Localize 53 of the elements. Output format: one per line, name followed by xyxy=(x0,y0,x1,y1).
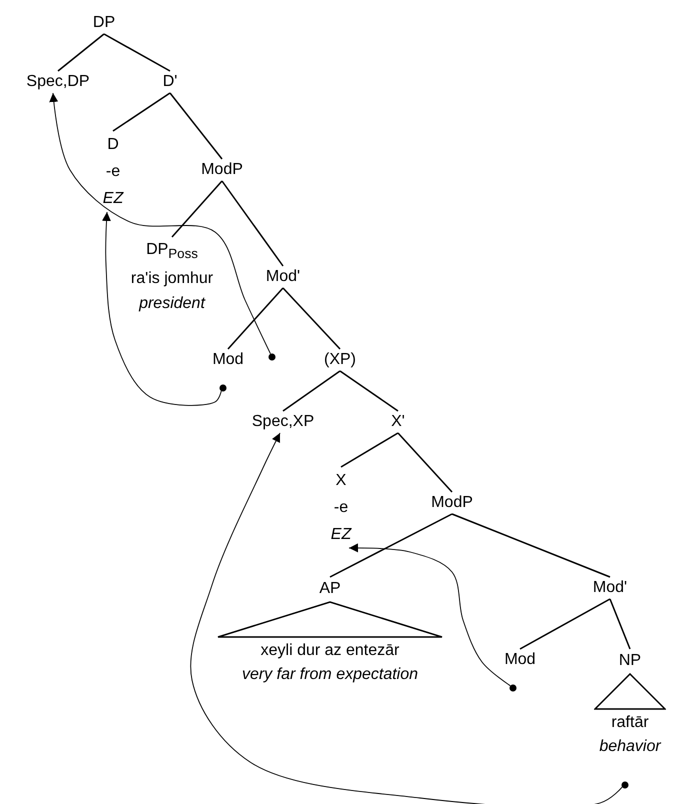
movement-arrow xyxy=(348,543,511,686)
tree-branch xyxy=(282,287,341,350)
gloss-text: EZ xyxy=(330,525,352,545)
trace-dot xyxy=(268,354,276,360)
tree-branch xyxy=(171,180,223,238)
tree-branch xyxy=(609,598,631,650)
node-label: ModP xyxy=(431,493,473,513)
trace-dot xyxy=(510,684,516,692)
node-label: Mod xyxy=(212,350,244,370)
tree-branch xyxy=(397,432,453,492)
tree-branch xyxy=(330,513,452,578)
word-text: ra'is jomhur xyxy=(130,269,214,290)
word-text: -e xyxy=(334,498,348,518)
node-label: D' xyxy=(162,72,178,92)
gloss-text: president xyxy=(139,294,205,314)
node-label: Spec,DP xyxy=(26,72,90,92)
gloss-text: very far from expectation xyxy=(242,665,418,685)
tree-branch xyxy=(340,432,398,468)
node-label: AP xyxy=(319,579,341,599)
node-label: Mod xyxy=(504,650,536,670)
tree-branch xyxy=(221,180,284,266)
node-label: Mod' xyxy=(266,267,300,287)
word-text: raftār xyxy=(611,713,649,733)
tree-branch xyxy=(452,513,610,578)
tree-branch xyxy=(520,598,610,650)
word-text: xeyli dur az entezār xyxy=(260,641,400,661)
node-label: ModP xyxy=(201,160,243,180)
trace-dot xyxy=(220,384,226,392)
node-label: Mod' xyxy=(592,578,628,598)
node-label: D xyxy=(107,135,119,155)
movement-arrow xyxy=(102,212,222,406)
node-label: NP xyxy=(618,651,642,671)
gloss-text: EZ xyxy=(102,189,124,209)
word-text: -e xyxy=(106,162,120,182)
tree-branch xyxy=(58,33,104,72)
tree-branch xyxy=(282,370,340,412)
gloss-text: behavior xyxy=(599,737,661,757)
tree-branch xyxy=(340,370,398,412)
node-label: (XP) xyxy=(324,350,356,370)
trace-dot xyxy=(622,782,628,788)
tree-branch xyxy=(104,33,170,72)
movement-arrow xyxy=(190,432,623,804)
tree-branch xyxy=(227,288,284,350)
node-label: DP$_{Poss}$ xyxy=(146,240,198,264)
triangle-symbol xyxy=(217,601,443,639)
node-label: Spec,XP xyxy=(252,412,314,432)
triangle-symbol xyxy=(594,673,666,711)
tree-branch xyxy=(112,92,170,132)
movement-arrow xyxy=(49,92,271,354)
node-label: X' xyxy=(391,412,405,432)
node-label: X xyxy=(336,471,346,491)
tree-branch xyxy=(169,92,223,160)
node-label: DP xyxy=(92,13,116,33)
